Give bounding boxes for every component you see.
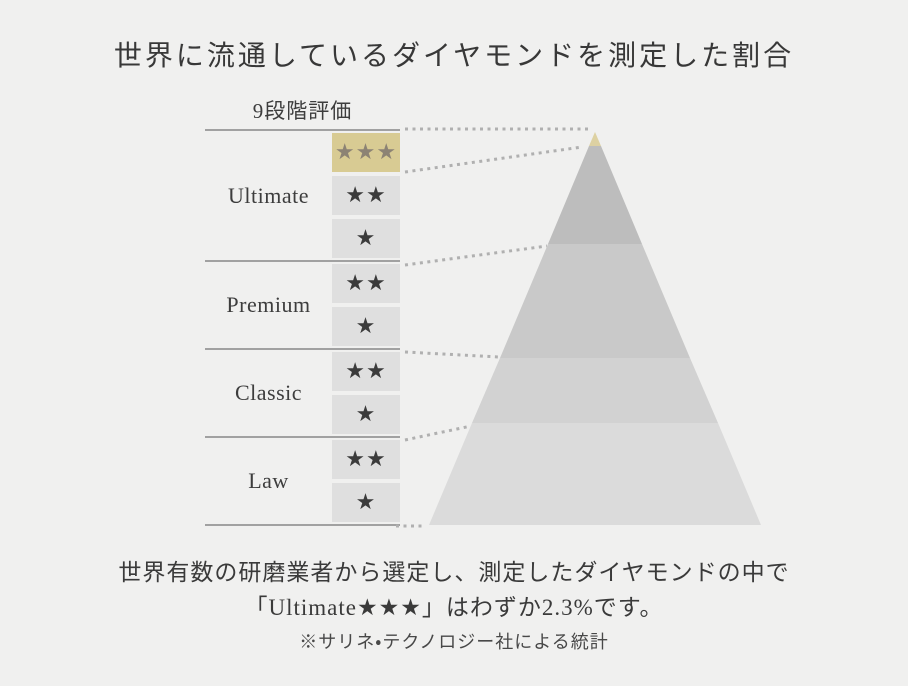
group-label-premium: Premium (226, 292, 311, 317)
rating-group-ultimate: Ultimate ★★★ ★★ ★ (205, 129, 400, 260)
pyramid-band-classic (472, 358, 718, 423)
one-star-icon: ★ (355, 489, 377, 515)
pyramid-band-ultimate (548, 146, 642, 244)
rating-table: Ultimate ★★★ ★★ ★ Premium ★★ ★ (205, 129, 400, 526)
star-cell-classic-2star: ★★ (332, 352, 400, 391)
star-cell-classic-1star: ★ (332, 395, 400, 434)
pyramid-band-premium (500, 244, 690, 358)
one-star-icon: ★ (355, 313, 377, 339)
dotted-connector-ultimate-premium (404, 244, 548, 267)
rating-group-law: Law ★★ ★ (205, 436, 400, 526)
two-star-icon: ★★ (345, 446, 387, 472)
footer-line2: 「Ultimate★★★」はわずか2.3%です。 (244, 595, 664, 620)
pyramid-band-law (429, 423, 761, 525)
pyramid-chart (396, 127, 761, 528)
group-label-classic: Classic (234, 380, 303, 405)
star-cell-ultimate-3star-highlight: ★★★ (332, 133, 400, 172)
pyramid-tip-ultimate-3star (589, 132, 601, 146)
two-star-icon: ★★ (345, 182, 387, 208)
group-label-ultimate: Ultimate (228, 182, 309, 208)
rating-group-premium: Premium ★★ ★ (205, 260, 400, 348)
dotted-connector-classic-law (404, 424, 472, 442)
three-star-icon: ★★★ (334, 139, 398, 165)
star-cells-premium: ★★ ★ (332, 262, 400, 348)
dotted-connector-3star (404, 145, 583, 174)
scale-header: 9段階評価 (252, 99, 353, 123)
two-star-icon: ★★ (345, 270, 387, 296)
footer-note: ※サリネ・テクノロジー社による統計 (299, 632, 609, 652)
rating-group-classic: Classic ★★ ★ (205, 348, 400, 436)
group-label-law: Law (248, 468, 289, 493)
star-cell-law-1star: ★ (332, 483, 400, 522)
star-cell-ultimate-2star: ★★ (332, 176, 400, 215)
star-cells-ultimate: ★★★ ★★ ★ (332, 131, 400, 260)
star-cell-premium-2star: ★★ (332, 264, 400, 303)
footer-line1: 世界有数の研磨業者から選定し、測定したダイヤモンドの中で (118, 560, 790, 585)
two-star-icon: ★★ (345, 358, 387, 384)
one-star-icon: ★ (355, 225, 377, 251)
star-cell-premium-1star: ★ (332, 307, 400, 346)
star-cells-classic: ★★ ★ (332, 350, 400, 436)
dotted-connector-premium-classic (404, 350, 500, 359)
page-title: 世界に流通しているダイヤモンドを測定した割合 (113, 41, 795, 72)
star-cell-law-2star: ★★ (332, 440, 400, 479)
one-star-icon: ★ (355, 401, 377, 427)
star-cell-ultimate-1star: ★ (332, 219, 400, 258)
star-cells-law: ★★ ★ (332, 438, 400, 524)
